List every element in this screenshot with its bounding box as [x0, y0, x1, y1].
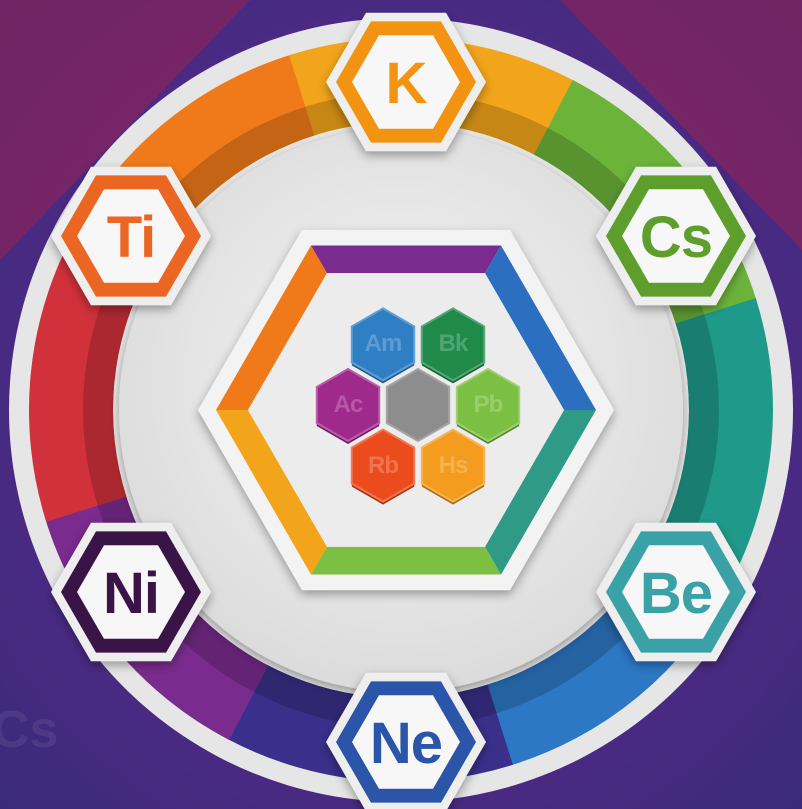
center-hex-edge — [311, 245, 501, 273]
center-hex-edge — [311, 547, 501, 575]
